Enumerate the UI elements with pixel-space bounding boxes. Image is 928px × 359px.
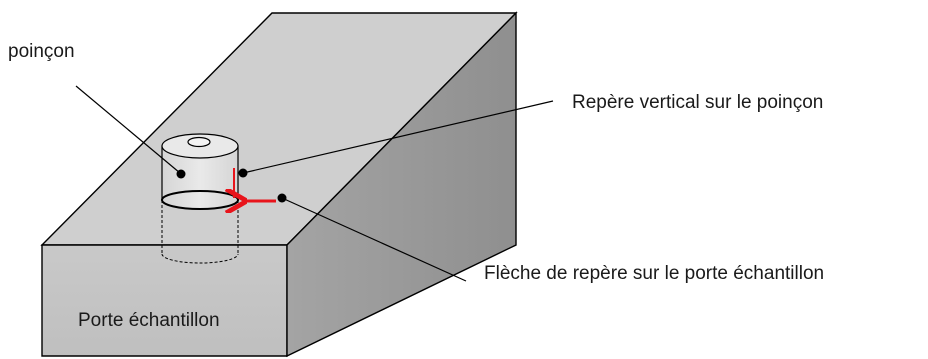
label-punch: poinçon	[8, 41, 75, 62]
label-vertical-mark: Repère vertical sur le poinçon	[572, 92, 823, 113]
punch-cylinder	[161, 133, 239, 264]
punch-top-hole	[187, 136, 211, 148]
label-sample-holder: Porte échantillon	[78, 310, 220, 331]
label-arrow-mark: Flèche de repère sur le porte échantillo…	[484, 263, 824, 284]
leader-line-punch	[75, 85, 181, 174]
block-front-face	[41, 244, 288, 357]
leader-dot-vertical-mark	[238, 168, 248, 178]
leader-dot-arrow-mark	[277, 193, 287, 203]
leader-dot-punch	[176, 169, 186, 179]
punch-hidden-bottom	[161, 253, 239, 264]
leader-line-arrow-mark	[281, 197, 467, 282]
punch-hidden-body	[161, 200, 239, 254]
leader-line-vertical-mark	[242, 100, 554, 174]
block-side-face	[286, 11, 517, 358]
